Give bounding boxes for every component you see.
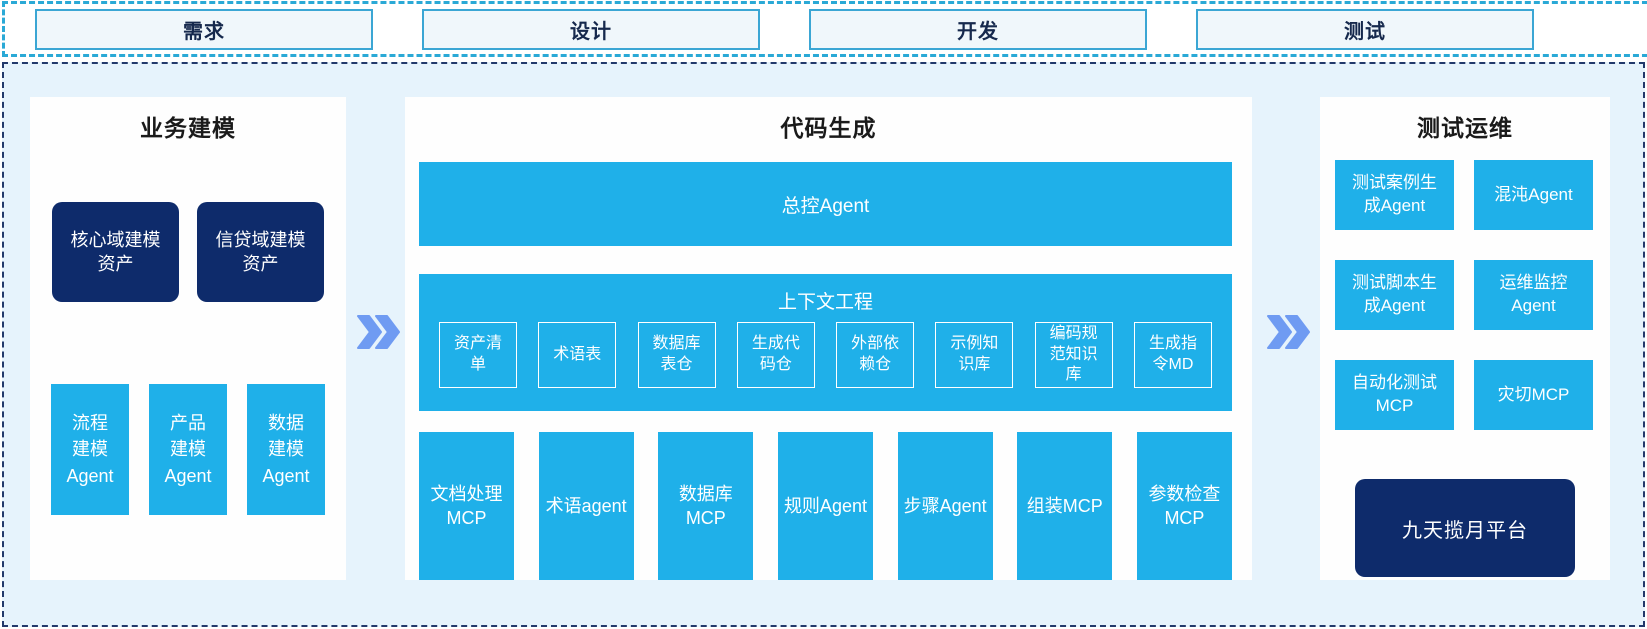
test-ops-grid: 测试案例生 成Agent 混沌Agent 测试脚本生 成Agent 运维监控 A… (1335, 160, 1593, 430)
param-check-mcp-box: 参数检查 MCP (1136, 432, 1232, 580)
generated-code-repo-box: 生成代 码仓 (736, 322, 815, 388)
product-modeling-agent-box: 产品 建模 Agent (149, 384, 227, 515)
phase-testing: 测试 (1196, 8, 1534, 50)
db-table-repo-box: 数据库 表仓 (637, 322, 716, 388)
jiutian-platform-box: 九天揽月平台 (1355, 479, 1575, 577)
ops-monitor-agent-box: 运维监控 Agent (1474, 260, 1593, 330)
panel-code-generation: 代码生成 总控Agent 上下文工程 资产清 单 术语表 数据库 表仓 生成代 … (405, 97, 1252, 580)
credit-domain-asset-box: 信贷域建模 资产 (197, 202, 324, 302)
auto-test-mcp-box: 自动化测试 MCP (1335, 360, 1454, 430)
external-deps-repo-box: 外部依 赖仓 (836, 322, 915, 388)
terminology-agent-box: 术语agent (538, 432, 634, 580)
context-engineering-section: 上下文工程 资产清 单 术语表 数据库 表仓 生成代 码仓 外部依 赖仓 示例知… (419, 274, 1232, 411)
modeling-asset-row: 核心域建模 资产 信贷域建模 资产 (50, 202, 326, 302)
phase-strip: 需求 设计 开发 测试 (2, 1, 1647, 57)
context-engineering-title: 上下文工程 (777, 292, 873, 313)
phase-design: 设计 (422, 8, 760, 50)
panel-title: 代码生成 (780, 115, 877, 141)
core-domain-asset-box: 核心域建模 资产 (52, 202, 179, 302)
generate-instruction-md-box: 生成指 令MD (1133, 322, 1212, 388)
panel-title: 测试运维 (1417, 115, 1513, 141)
phase-development: 开发 (809, 8, 1147, 50)
phase-requirements: 需求 (35, 8, 373, 50)
panel-business-modeling: 业务建模 核心域建模 资产 信贷域建模 资产 流程 建模 Agent 产品 建模… (30, 97, 346, 580)
disaster-switch-mcp-box: 灾切MCP (1474, 360, 1593, 430)
arrow-right-icon (1267, 315, 1310, 349)
data-modeling-agent-box: 数据 建模 Agent (247, 384, 325, 515)
context-items-row: 资产清 单 术语表 数据库 表仓 生成代 码仓 外部依 赖仓 示例知 识库 编码… (439, 322, 1212, 388)
assembly-mcp-box: 组装MCP (1017, 432, 1113, 580)
step-agent-box: 步骤Agent (897, 432, 993, 580)
modeling-agent-row: 流程 建模 Agent 产品 建模 Agent 数据 建模 Agent (30, 384, 346, 515)
panel-title: 业务建模 (140, 115, 236, 141)
asset-list-box: 资产清 单 (439, 322, 517, 388)
coding-standard-kb-box: 编码规 范知识 库 (1034, 322, 1113, 388)
example-kb-box: 示例知 识库 (935, 322, 1014, 388)
master-agent-bar: 总控Agent (419, 162, 1232, 246)
database-mcp-box: 数据库 MCP (658, 432, 754, 580)
doc-processing-mcp-box: 文档处理 MCP (419, 432, 514, 580)
main-container: 业务建模 核心域建模 资产 信贷域建模 资产 流程 建模 Agent 产品 建模… (2, 62, 1645, 627)
test-case-gen-agent-box: 测试案例生 成Agent (1335, 160, 1454, 230)
process-modeling-agent-box: 流程 建模 Agent (51, 384, 129, 515)
panel-test-ops: 测试运维 测试案例生 成Agent 混沌Agent 测试脚本生 成Agent 运… (1320, 97, 1610, 580)
arrow-right-icon (357, 315, 400, 349)
glossary-box: 术语表 (538, 322, 617, 388)
test-script-gen-agent-box: 测试脚本生 成Agent (1335, 260, 1454, 330)
tools-row: 文档处理 MCP 术语agent 数据库 MCP 规则Agent 步骤Agent… (419, 432, 1232, 580)
chaos-agent-box: 混沌Agent (1474, 160, 1593, 230)
rule-agent-box: 规则Agent (777, 432, 873, 580)
